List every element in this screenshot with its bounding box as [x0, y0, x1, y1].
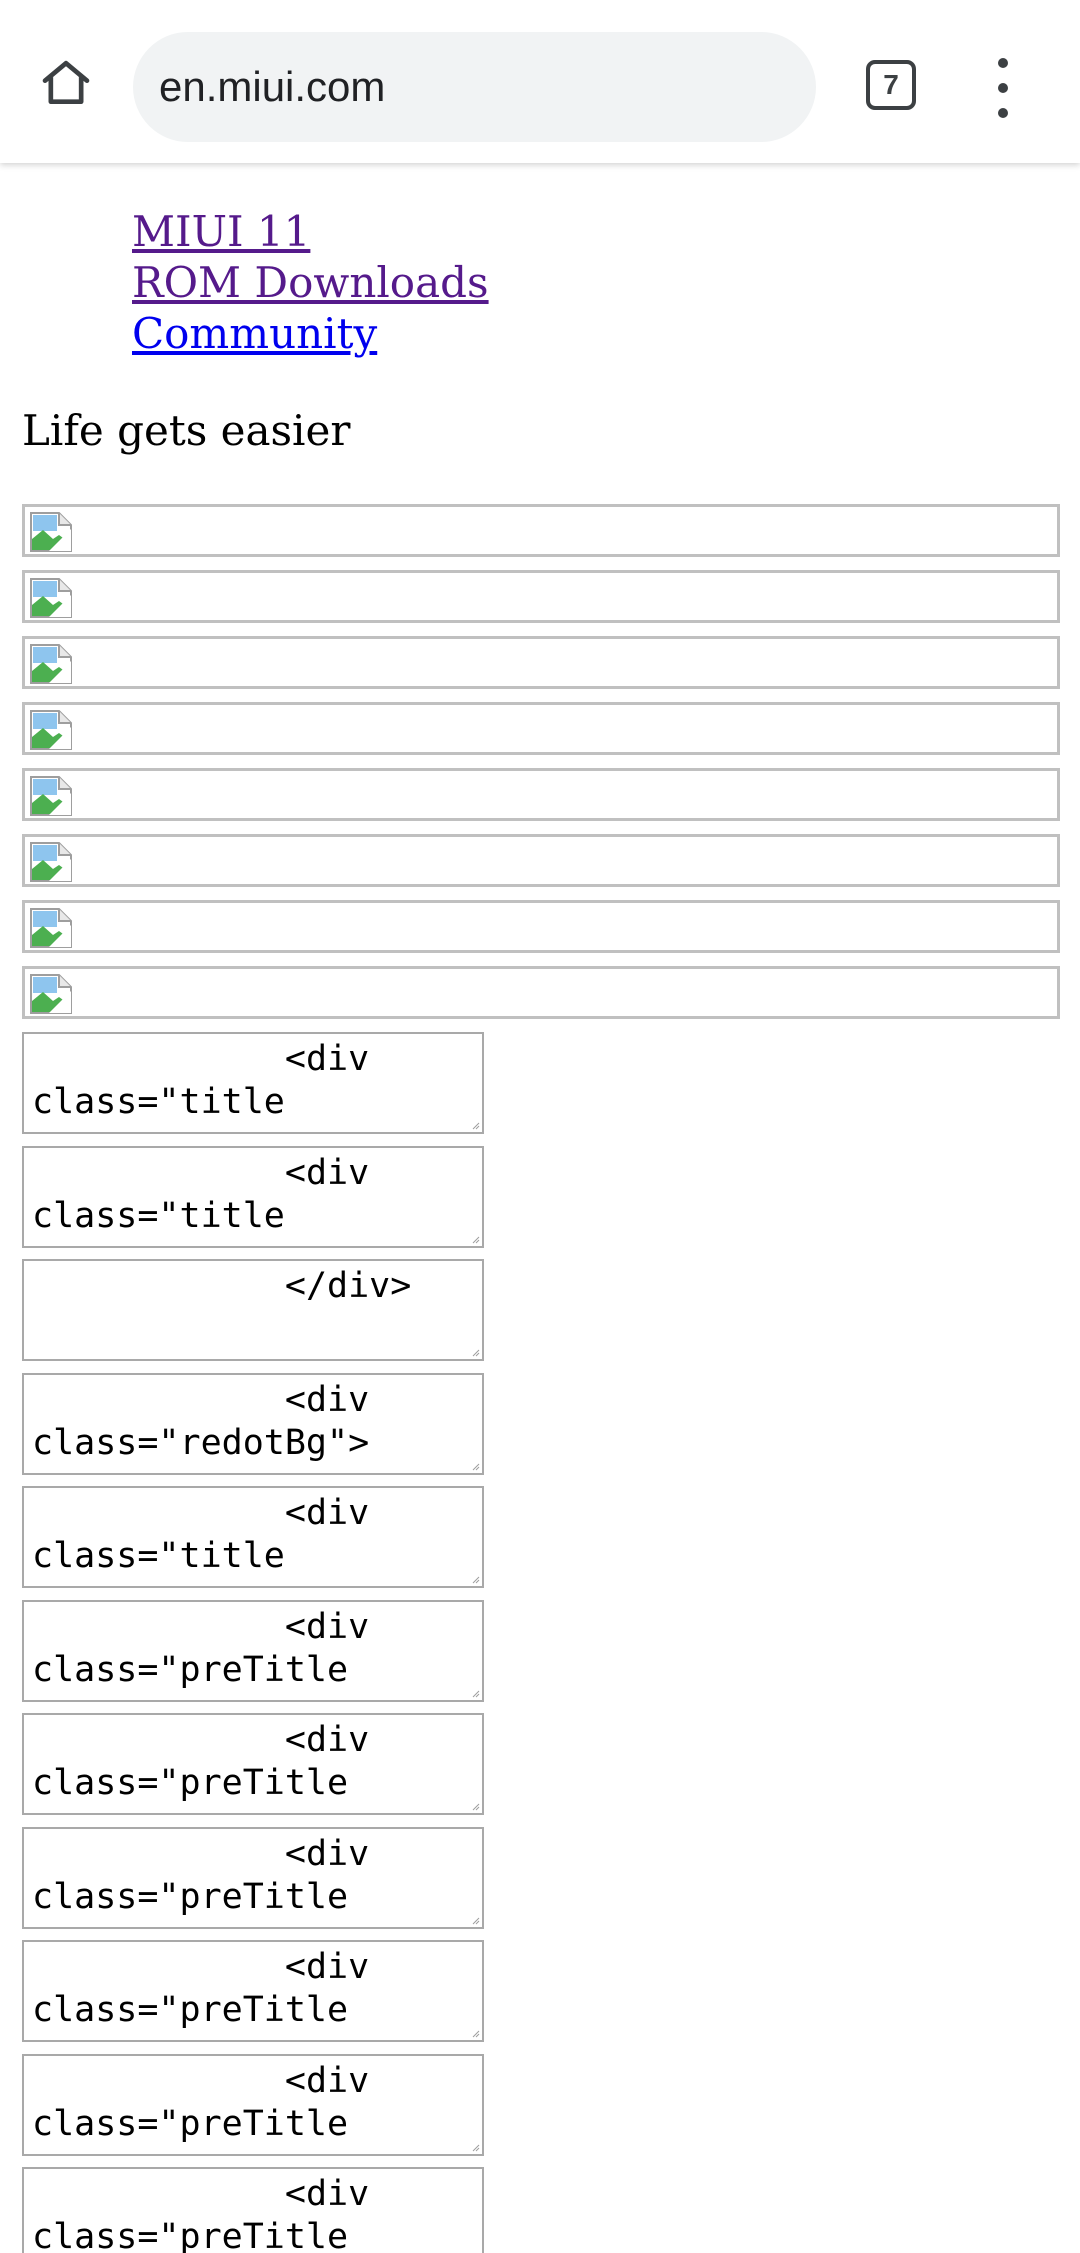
broken-image-icon	[30, 776, 72, 816]
code-textarea[interactable]: <div class="preTitle	[22, 1940, 484, 2042]
resize-grip-icon[interactable]	[470, 2142, 480, 2152]
broken-image-icon	[30, 842, 72, 882]
url-text: en.miui.com	[159, 63, 386, 110]
broken-image	[22, 504, 1060, 557]
code-textarea[interactable]: <div class="preTitle	[22, 1827, 484, 1929]
code-textarea[interactable]: <div class="preTitle	[22, 2167, 484, 2253]
nav-link-miui-11[interactable]: MIUI 11	[132, 207, 311, 256]
more-vert-icon-dot	[998, 83, 1008, 93]
textarea-content: <div class="preTitle	[32, 1947, 391, 2030]
nav-link-community[interactable]: Community	[132, 309, 378, 358]
broken-image-icon	[30, 578, 72, 618]
code-textarea[interactable]: <div class="redotBg">	[22, 1373, 484, 1475]
more-vert-icon-dot	[998, 108, 1008, 118]
textarea-content: <div class="title	[32, 1039, 391, 1122]
resize-grip-icon[interactable]	[470, 1688, 480, 1698]
home-button[interactable]	[33, 50, 99, 116]
broken-image-icon	[30, 644, 72, 684]
textarea-content: <div class="preTitle	[32, 2061, 391, 2144]
code-textarea[interactable]: <div class="preTitle	[22, 1713, 484, 1815]
code-textarea[interactable]: <div class="title	[22, 1032, 484, 1134]
textarea-content: <div class="title	[32, 1153, 391, 1236]
resize-grip-icon[interactable]	[470, 1347, 480, 1357]
broken-image	[22, 834, 1060, 887]
resize-grip-icon[interactable]	[470, 1461, 480, 1471]
address-bar[interactable]: en.miui.com	[133, 32, 816, 142]
broken-image	[22, 570, 1060, 623]
broken-image-icon	[30, 908, 72, 948]
textarea-content: <div class="preTitle	[32, 1834, 391, 1917]
tab-switcher-button[interactable]: 7	[866, 60, 916, 110]
resize-grip-icon[interactable]	[470, 1801, 480, 1811]
code-textarea[interactable]: <div class="preTitle	[22, 1600, 484, 1702]
more-vert-icon	[998, 58, 1008, 68]
browser-toolbar: en.miui.com 7	[0, 0, 1080, 163]
page-headline: Life gets easier	[22, 406, 351, 455]
broken-image-icon	[30, 512, 72, 552]
broken-image	[22, 768, 1060, 821]
broken-image	[22, 702, 1060, 755]
code-textarea[interactable]: </div>	[22, 1259, 484, 1361]
home-icon	[42, 60, 90, 104]
textarea-content: <div class="preTitle	[32, 1720, 391, 1803]
resize-grip-icon[interactable]	[470, 1915, 480, 1925]
broken-image	[22, 636, 1060, 689]
broken-image-icon	[30, 974, 72, 1014]
resize-grip-icon[interactable]	[470, 2028, 480, 2038]
nav-link-rom-downloads[interactable]: ROM Downloads	[132, 258, 489, 307]
site-nav: MIUI 11 ROM Downloads Community	[132, 206, 489, 359]
resize-grip-icon[interactable]	[470, 1574, 480, 1584]
tab-count: 7	[883, 69, 899, 100]
textarea-content: <div class="redotBg">	[32, 1380, 391, 1463]
code-textarea[interactable]: <div class="title	[22, 1146, 484, 1248]
textarea-content: </div>	[32, 1266, 412, 1306]
resize-grip-icon[interactable]	[470, 1234, 480, 1244]
code-textarea[interactable]: <div class="preTitle	[22, 2054, 484, 2156]
resize-grip-icon[interactable]	[470, 1120, 480, 1130]
broken-image-icon	[30, 710, 72, 750]
broken-image	[22, 966, 1060, 1019]
more-menu-button[interactable]	[985, 58, 1021, 118]
textarea-content: <div class="preTitle	[32, 1607, 391, 1690]
broken-image	[22, 900, 1060, 953]
textarea-content: <div class="title	[32, 1493, 391, 1576]
textarea-content: <div class="preTitle	[32, 2174, 391, 2253]
code-textarea[interactable]: <div class="title	[22, 1486, 484, 1588]
